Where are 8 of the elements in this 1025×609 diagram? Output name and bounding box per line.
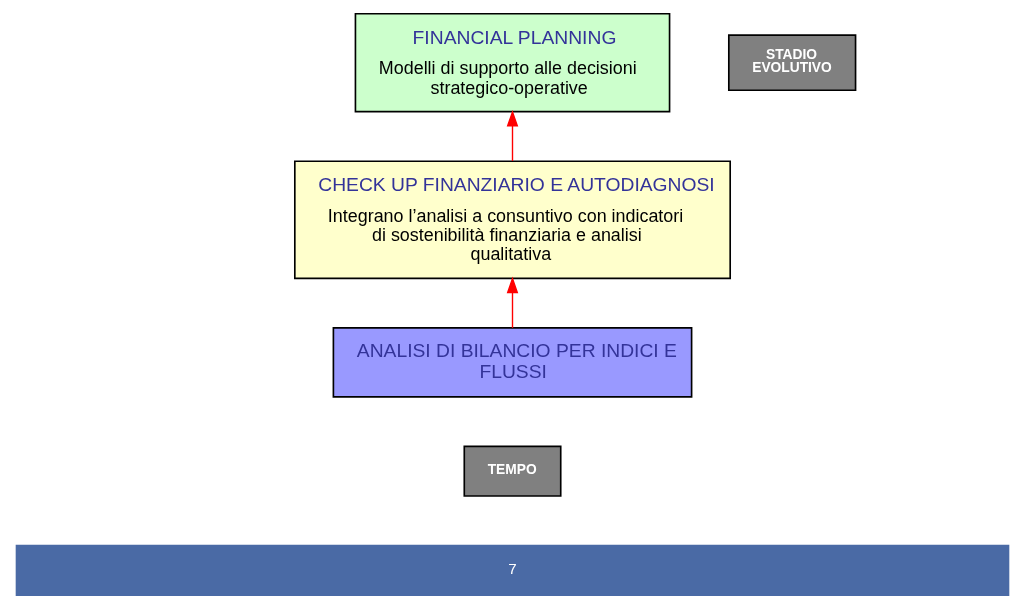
node-box: CHECK UP FINANZIARIO E AUTODIAGNOSI Integrano l’analisi a consuntivo con indicatori di sostenibilità finanziaria e analisi qualitativa bbox=[294, 160, 731, 280]
arrow bbox=[506, 276, 519, 329]
node-box: TEMPO bbox=[463, 445, 562, 497]
node-box: 7 bbox=[15, 544, 1010, 597]
node-box: STADIO EVOLUTIVO bbox=[728, 34, 857, 92]
node-box: FINANCIAL PLANNING Modelli di supporto alle decisioni strategico-operative bbox=[354, 12, 671, 113]
node-box: ANALISI DI BILANCIO PER INDICI E FLUSSI bbox=[332, 327, 693, 398]
arrow bbox=[506, 109, 519, 162]
